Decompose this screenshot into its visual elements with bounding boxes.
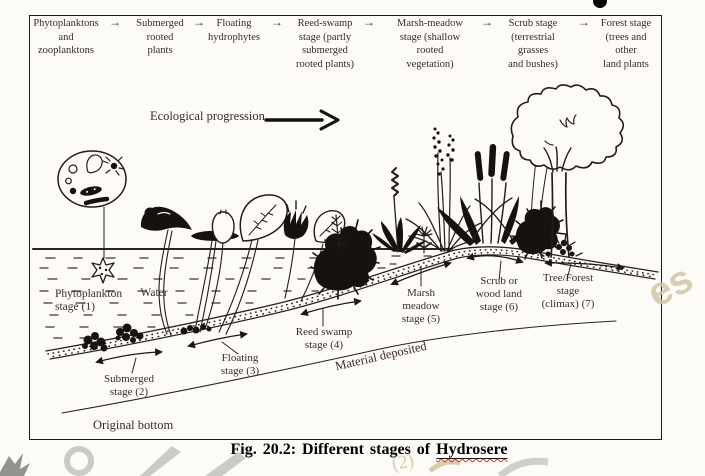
submerged-stage-label: Submerged stage (2) <box>104 373 154 398</box>
header-stage-submerged: Submerged rooted plants <box>136 18 184 56</box>
submerged-plants <box>82 323 212 352</box>
header-stage-phytoplanktons: Phytoplanktons and zooplanktons <box>33 18 99 56</box>
phytoplankton-magnifier <box>57 150 127 284</box>
marsh-meadow-stage-label: Marsh meadow stage (5) <box>401 287 441 325</box>
diagram-frame <box>29 15 662 440</box>
original-bottom-line <box>61 320 617 414</box>
header-arrow-5: → <box>481 15 493 29</box>
floating-extent-arrow <box>187 330 248 349</box>
header-arrow-4: → <box>363 15 375 29</box>
caption-underlined-word: Hydrosere <box>436 441 508 459</box>
header-arrow-6: → <box>578 15 590 29</box>
watermark-shapes <box>0 446 549 476</box>
scrub-extent-arrow <box>466 252 524 264</box>
header-stage-scrub: Scrub stage (terrestrial grasses and bus… <box>508 18 558 70</box>
header-stage-forest: Forest stage (trees and other land plant… <box>600 18 652 70</box>
label-leader-lines <box>131 260 572 374</box>
header-arrow-2: → <box>193 15 205 29</box>
submerged-extent-arrow <box>95 348 163 365</box>
header-stage-marsh-meadow: Marsh-meadow stage (shallow rooted veget… <box>397 18 463 70</box>
climax-tree <box>510 84 625 258</box>
ecological-progression-label: Ecological progression <box>150 109 265 123</box>
scan-artifact-dot <box>593 0 607 8</box>
tree-extent-arrow <box>544 258 625 271</box>
header-arrow-3: → <box>271 15 283 29</box>
floating-stage-label: Floating stage (3) <box>220 352 260 377</box>
original-bottom-label: Original bottom <box>93 418 174 432</box>
phytoplankton-stage-label: Phytoplankton stage (1) <box>55 288 123 313</box>
header-stage-floating: Floating hydrophytes <box>208 18 260 43</box>
scrub-stage-label: Scrub or wood land stage (6) <box>475 275 523 313</box>
ecological-progression-arrow <box>264 109 340 131</box>
spiky-flower <box>283 210 309 239</box>
header-arrow-1: → <box>109 15 121 29</box>
reed-swamp-stage-label: Reed swamp stage (4) <box>295 326 353 351</box>
lily-bud <box>211 211 235 244</box>
marsh-meadow-plants <box>372 127 482 254</box>
plankton-star <box>91 257 115 284</box>
tree-trunk <box>550 172 570 258</box>
caption-prefix: Fig. 20.2: Different stages of <box>230 441 437 458</box>
tree-forest-stage-label: Tree/Forest stage (climax) (7) <box>541 272 595 310</box>
figure-caption: Fig. 20.2: Different stages of Hydrosere <box>230 441 508 459</box>
reed-swamp-bush <box>310 214 381 300</box>
reed-extent-arrow <box>300 297 362 316</box>
water-label: Water <box>140 287 168 299</box>
header-stage-reed-swamp: Reed-swamp stage (partly submerged roote… <box>295 18 355 70</box>
